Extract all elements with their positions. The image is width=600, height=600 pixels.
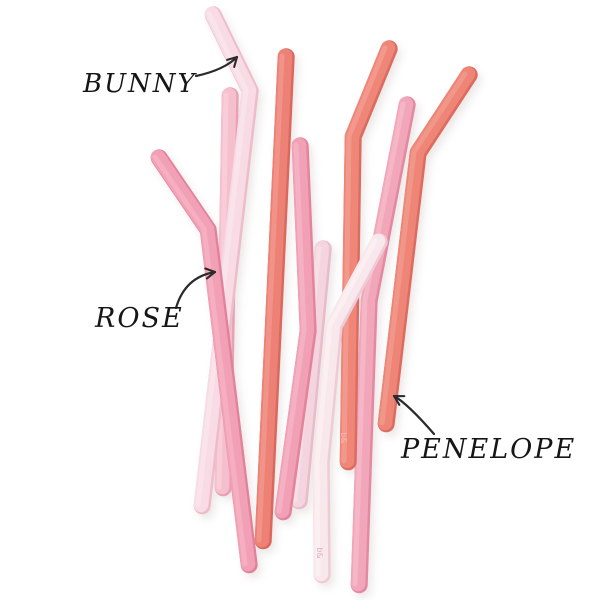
straw-body bbox=[339, 40, 396, 469]
straw-body bbox=[274, 137, 315, 519]
label-bunny: BUNNY bbox=[83, 69, 197, 99]
straw-highlight bbox=[314, 238, 378, 577]
straw-highlight bbox=[256, 53, 285, 543]
straw-highlight bbox=[352, 101, 406, 587]
straw-highlight bbox=[379, 71, 468, 426]
rose-arrow bbox=[174, 267, 217, 310]
label-rose: ROSE bbox=[95, 303, 184, 334]
coral-center-straw bbox=[254, 48, 295, 550]
straw-body bbox=[254, 48, 293, 548]
pink-right-straw bbox=[350, 96, 416, 594]
straw-highlight bbox=[341, 45, 388, 464]
penelope-arrow bbox=[392, 394, 436, 436]
rose-straw bbox=[150, 149, 258, 574]
straw-body bbox=[312, 233, 386, 582]
penelope-straw bbox=[377, 66, 478, 433]
coral-bent-straw bbox=[339, 40, 398, 471]
straw-highlight bbox=[152, 154, 248, 567]
straw-bundle bbox=[150, 6, 478, 594]
brand-mark-coral: b& bbox=[339, 432, 348, 443]
white-pink-bent-straw bbox=[312, 233, 388, 584]
straw-highlight bbox=[195, 11, 249, 508]
brand-marks: b&b& bbox=[315, 432, 348, 558]
straw-body bbox=[350, 96, 414, 592]
straw-body bbox=[377, 66, 476, 431]
label-penelope: PENELOPE bbox=[401, 434, 577, 465]
straw-highlight bbox=[276, 142, 307, 514]
bunny-arrow bbox=[194, 55, 239, 78]
pink-mid-back-straw bbox=[274, 137, 317, 521]
brand-mark-pale: b& bbox=[315, 547, 324, 558]
annotation-arrows bbox=[174, 55, 436, 436]
